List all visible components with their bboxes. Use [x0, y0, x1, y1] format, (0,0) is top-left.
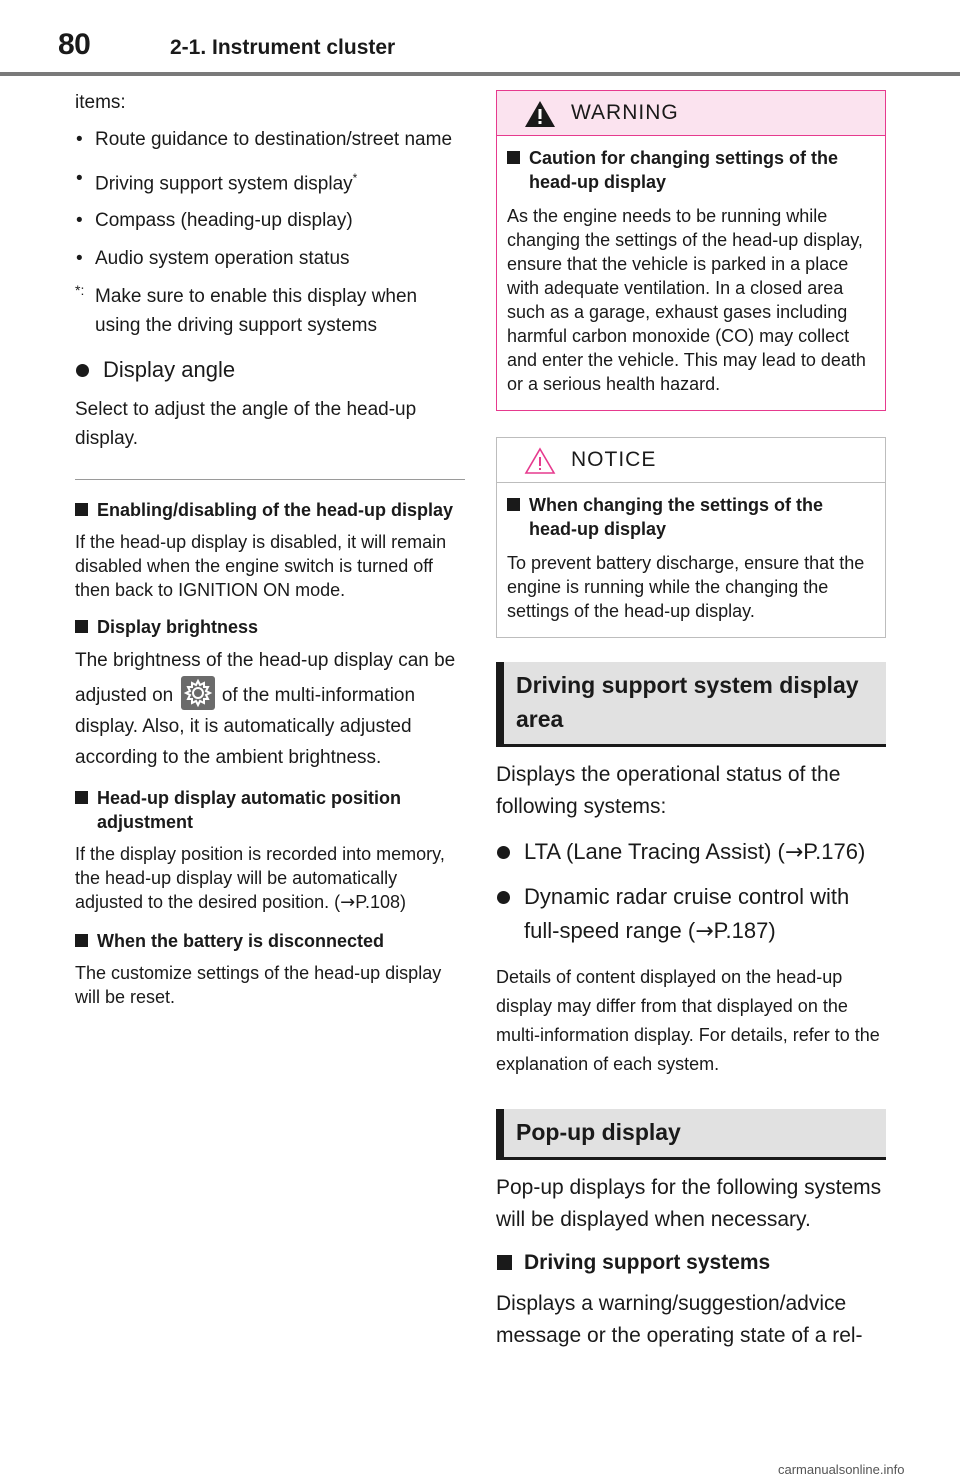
display-angle-heading: Display angle	[75, 354, 465, 386]
section-divider	[75, 479, 465, 481]
footnote: *: Make sure to enable this display when …	[75, 282, 465, 340]
warning-box-body: Caution for changing settings of the hea…	[497, 136, 885, 410]
right-arrow-icon: →	[784, 840, 804, 865]
enable-text: If the head-up display is disabled, it w…	[75, 532, 447, 601]
list-item-text: Driving support system display	[95, 173, 353, 195]
popup-text: Displays a warning/suggestion/advice mes…	[496, 1292, 863, 1347]
notice-title: NOTICE	[571, 448, 657, 471]
popup-title: Pop-up display	[496, 1109, 886, 1160]
radar-page-ref[interactable]: P.187	[713, 918, 769, 943]
lta-page-ref[interactable]: P.176	[803, 839, 858, 864]
page-number: 80	[58, 28, 91, 61]
position-text: If the display position is recorded into…	[75, 844, 445, 914]
notice-heading: When changing the settings of the head-u…	[507, 493, 875, 541]
radar-text: Dynamic radar cruise control with full-s…	[524, 884, 850, 943]
position-text-body: If the display position is recorded into…	[75, 844, 445, 913]
lta-text: LTA (Lane Tracing Assist) (	[524, 839, 785, 864]
right-arrow-icon: →	[340, 892, 356, 914]
right-column: WARNING Caution for changing settings of…	[496, 90, 886, 1352]
driving-support-title: Driving support system display area	[496, 662, 886, 747]
right-arrow-icon: →	[695, 919, 714, 944]
driving-details: Details of content displayed on the head…	[496, 967, 880, 1074]
items-list: Route guidance to destination/street nam…	[75, 125, 465, 340]
footnote-asterisk: *	[352, 171, 358, 185]
footnote-mark: *:	[75, 282, 85, 299]
footnote-text: Make sure to enable this display when us…	[95, 286, 418, 337]
list-item: Route guidance to destination/street nam…	[75, 125, 465, 154]
driving-intro: Displays the operational status of the f…	[496, 763, 841, 818]
battery-heading: When the battery is disconnected	[75, 929, 465, 953]
notice-triangle-icon	[524, 447, 556, 474]
list-item: Driving support system display*	[75, 164, 465, 198]
warning-text: As the engine needs to be running while …	[507, 206, 866, 394]
items-intro: items:	[75, 92, 126, 113]
position-page-ref[interactable]: P.108	[355, 892, 400, 913]
notice-box: NOTICE When changing the settings of the…	[496, 437, 886, 638]
notice-text: To prevent battery discharge, ensure tha…	[507, 553, 865, 621]
popup-sub-heading: Driving support systems	[496, 1248, 886, 1278]
gear-icon	[180, 676, 215, 711]
warning-triangle-icon	[525, 101, 555, 127]
warning-box-header: WARNING	[497, 91, 885, 136]
section-title: 2-1. Instrument cluster	[170, 36, 396, 59]
position-heading: Head-up display automatic position adjus…	[75, 786, 465, 834]
notice-box-body: When changing the settings of the head-u…	[497, 483, 885, 637]
page-header: 80 2-1. Instrument cluster	[0, 0, 960, 76]
warning-title: WARNING	[571, 101, 679, 124]
left-column: items: Route guidance to destination/str…	[75, 88, 465, 1009]
watermark: carmanualsonline.info	[778, 1462, 905, 1477]
brightness-text-a: The brightness of the head-up display ca…	[75, 650, 456, 707]
lta-item: LTA (Lane Tracing Assist) (→P.176)	[496, 835, 886, 870]
list-item: Compass (heading-up display)	[75, 206, 465, 235]
list-item: Audio system operation status	[75, 244, 465, 273]
popup-intro: Pop-up displays for the following system…	[496, 1176, 882, 1231]
header-rule	[0, 72, 960, 76]
display-angle-text: Select to adjust the angle of the head-u…	[75, 399, 417, 450]
warning-heading: Caution for changing settings of the hea…	[507, 146, 875, 194]
brightness-text: The brightness of the head-up display ca…	[75, 645, 465, 773]
brightness-heading: Display brightness	[75, 615, 465, 639]
radar-item: Dynamic radar cruise control with full-s…	[496, 880, 886, 949]
enable-heading: Enabling/disabling of the head-up displa…	[75, 498, 465, 522]
battery-text: The customize settings of the head-up di…	[75, 963, 442, 1008]
warning-box: WARNING Caution for changing settings of…	[496, 90, 886, 411]
brightness-text-b: of the multi-information display. Also, …	[75, 685, 416, 769]
notice-box-header: NOTICE	[497, 438, 885, 483]
